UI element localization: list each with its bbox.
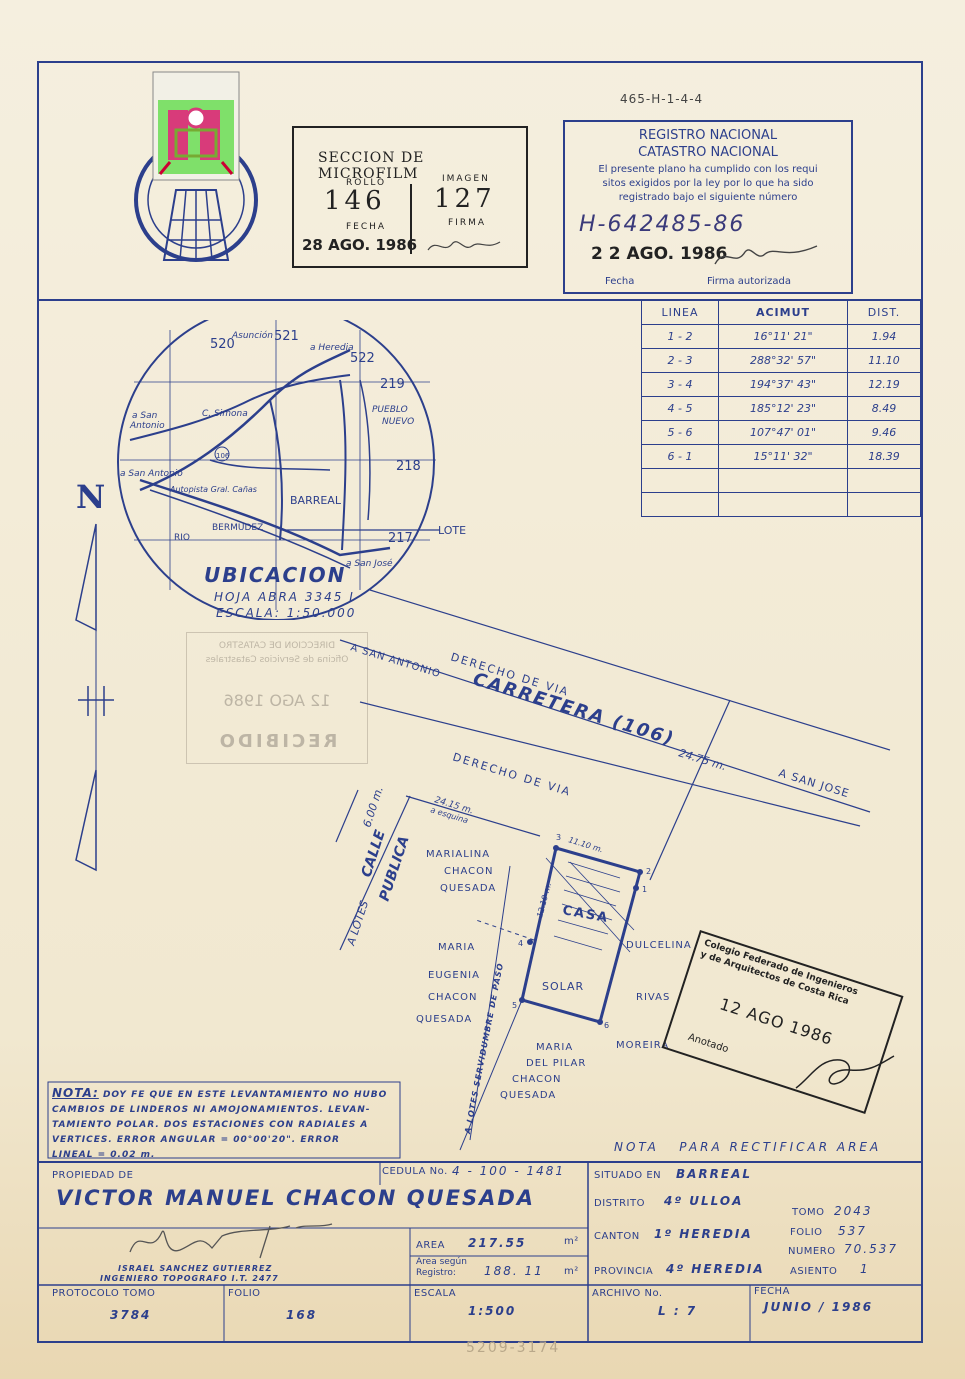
nota-rectificar: NOTA PARA RECTIFICAR AREA (614, 1140, 882, 1154)
area-value: 217.55 (468, 1236, 527, 1250)
location-map: 520 521 522 219 218 217 Asunción a Hered… (117, 320, 466, 620)
svg-text:522: 522 (350, 351, 375, 366)
svg-text:QUESADA: QUESADA (416, 1014, 472, 1025)
svg-text:CHACON: CHACON (428, 992, 478, 1003)
svg-text:MOREIRA: MOREIRA (616, 1040, 669, 1051)
north-label: N (76, 478, 106, 516)
svg-text:BARREAL: BARREAL (290, 494, 342, 507)
svg-text:EUGENIA: EUGENIA (428, 970, 480, 981)
colegio-signature (795, 1055, 895, 1089)
svg-text:6: 6 (604, 1021, 609, 1030)
nota-label: NOTA: (52, 1086, 99, 1100)
svg-text:CHACON: CHACON (512, 1074, 562, 1085)
svg-text:DULCELINA: DULCELINA (626, 940, 692, 951)
svg-text:217: 217 (388, 531, 413, 546)
site-plan: DERECHO DE VIA A SAN ANTONIO CARRETERA (… (335, 589, 891, 1151)
svg-text:C. Simona: C. Simona (202, 409, 248, 419)
svg-text:219: 219 (380, 377, 405, 392)
svg-text:CHACON: CHACON (444, 866, 494, 877)
svg-text:Antonio: Antonio (129, 421, 165, 431)
svg-text:520: 520 (210, 337, 235, 352)
svg-text:106: 106 (216, 452, 230, 460)
nota-block: NOTA: DOY FE QUE EN ESTE LEVANTAMIENTO N… (52, 1086, 388, 1160)
table-header-row: LINEA ACIMUT DIST. (641, 300, 921, 325)
table-row (641, 492, 921, 517)
registro-signature (714, 245, 818, 265)
registration-number: H-642485-86 (579, 212, 746, 237)
svg-text:MARIA: MARIA (438, 942, 475, 953)
svg-text:a San Antonio: a San Antonio (120, 469, 183, 479)
svg-text:218: 218 (396, 459, 421, 474)
svg-text:A LOTES SERVIDUMBRE DE PASO: A LOTES SERVIDUMBRE DE PASO (463, 962, 505, 1136)
cedula: 4 - 100 - 1481 (452, 1164, 565, 1178)
svg-text:CARRETERA (106): CARRETERA (106) (471, 669, 678, 750)
svg-text:12.19 m.: 12.19 m. (535, 882, 553, 919)
svg-text:521: 521 (274, 329, 299, 344)
svg-text:PUEBLO: PUEBLO (372, 405, 408, 415)
svg-text:RIVAS: RIVAS (636, 992, 670, 1003)
svg-text:a Heredia: a Heredia (310, 343, 354, 353)
microfilm-stamp: SECCION DE MICROFILM ROLLO 146 IMAGEN 12… (292, 126, 528, 268)
svg-text:QUESADA: QUESADA (500, 1090, 556, 1101)
svg-text:3: 3 (556, 833, 561, 842)
engineer-signature (129, 1223, 333, 1259)
svg-text:a San José: a San José (346, 558, 393, 569)
svg-text:Autopista Gral. Cañas: Autopista Gral. Cañas (169, 485, 257, 494)
svg-text:6.00 m.: 6.00 m. (360, 785, 385, 829)
svg-text:DERECHO DE VIA: DERECHO DE VIA (451, 750, 573, 798)
microfilm-signature (427, 241, 501, 251)
svg-text:MARIA: MARIA (536, 1042, 573, 1053)
svg-text:a San: a San (132, 411, 158, 421)
ubicacion-title: UBICACION (204, 563, 347, 587)
svg-text:A SAN ANTONIO: A SAN ANTONIO (349, 642, 442, 680)
registro-stamp: REGISTRO NACIONAL CATASTRO NACIONAL El p… (563, 120, 853, 294)
svg-text:RIO: RIO (174, 533, 190, 543)
svg-text:MARIALINA: MARIALINA (426, 849, 490, 860)
svg-text:24.75 m.: 24.75 m. (677, 746, 728, 773)
owner-name: VICTOR MANUEL CHACON QUESADA (56, 1186, 536, 1210)
svg-text:5: 5 (512, 1001, 517, 1010)
svg-text:1: 1 (642, 885, 647, 894)
north-arrow-icon (75, 523, 114, 872)
svg-text:LOTE: LOTE (438, 524, 466, 537)
plan-code: 465-H-1-4-4 (620, 92, 704, 106)
bottom-note: 5209-3174 (466, 1340, 561, 1356)
svg-text:BERMUDEZ: BERMUDEZ (212, 523, 263, 533)
svg-text:SOLAR: SOLAR (542, 980, 584, 993)
table-row (641, 468, 921, 493)
svg-text:A LOTES: A LOTES (344, 899, 371, 948)
svg-text:A SAN JOSE: A SAN JOSE (777, 766, 851, 800)
svg-text:DEL PILAR: DEL PILAR (526, 1058, 586, 1069)
svg-text:2: 2 (646, 867, 651, 876)
svg-text:4: 4 (518, 939, 523, 948)
engineer-seal (134, 71, 258, 262)
svg-text:NUEVO: NUEVO (382, 417, 414, 427)
recibido-stamp: DIRECCION DE CATASTRO Oficina de Servici… (186, 632, 368, 764)
svg-text:QUESADA: QUESADA (440, 883, 496, 894)
svg-text:Asunción: Asunción (231, 330, 273, 341)
